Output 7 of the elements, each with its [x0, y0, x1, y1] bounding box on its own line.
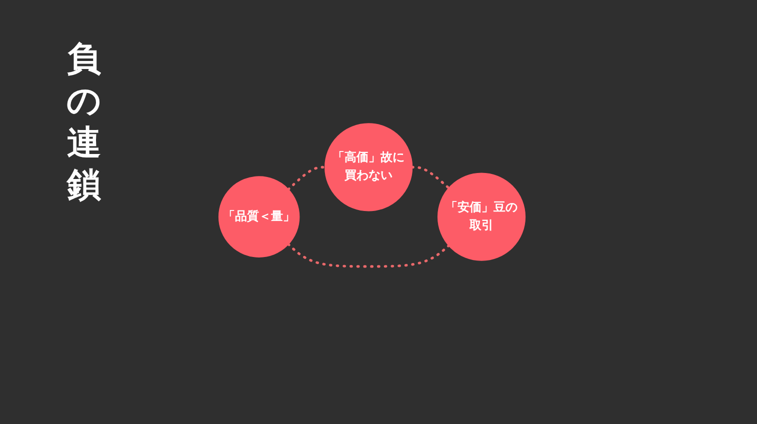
circle-node: 「高価」故に買わない — [324, 123, 413, 212]
dotted-connector — [287, 166, 326, 191]
dotted-connector — [287, 243, 450, 268]
circle-node: 「品質＜量」 — [218, 176, 300, 258]
title: 負の連鎖 — [66, 38, 102, 206]
dotted-connector — [410, 166, 450, 190]
circle-node: 「安価」豆の取引 — [437, 172, 526, 261]
